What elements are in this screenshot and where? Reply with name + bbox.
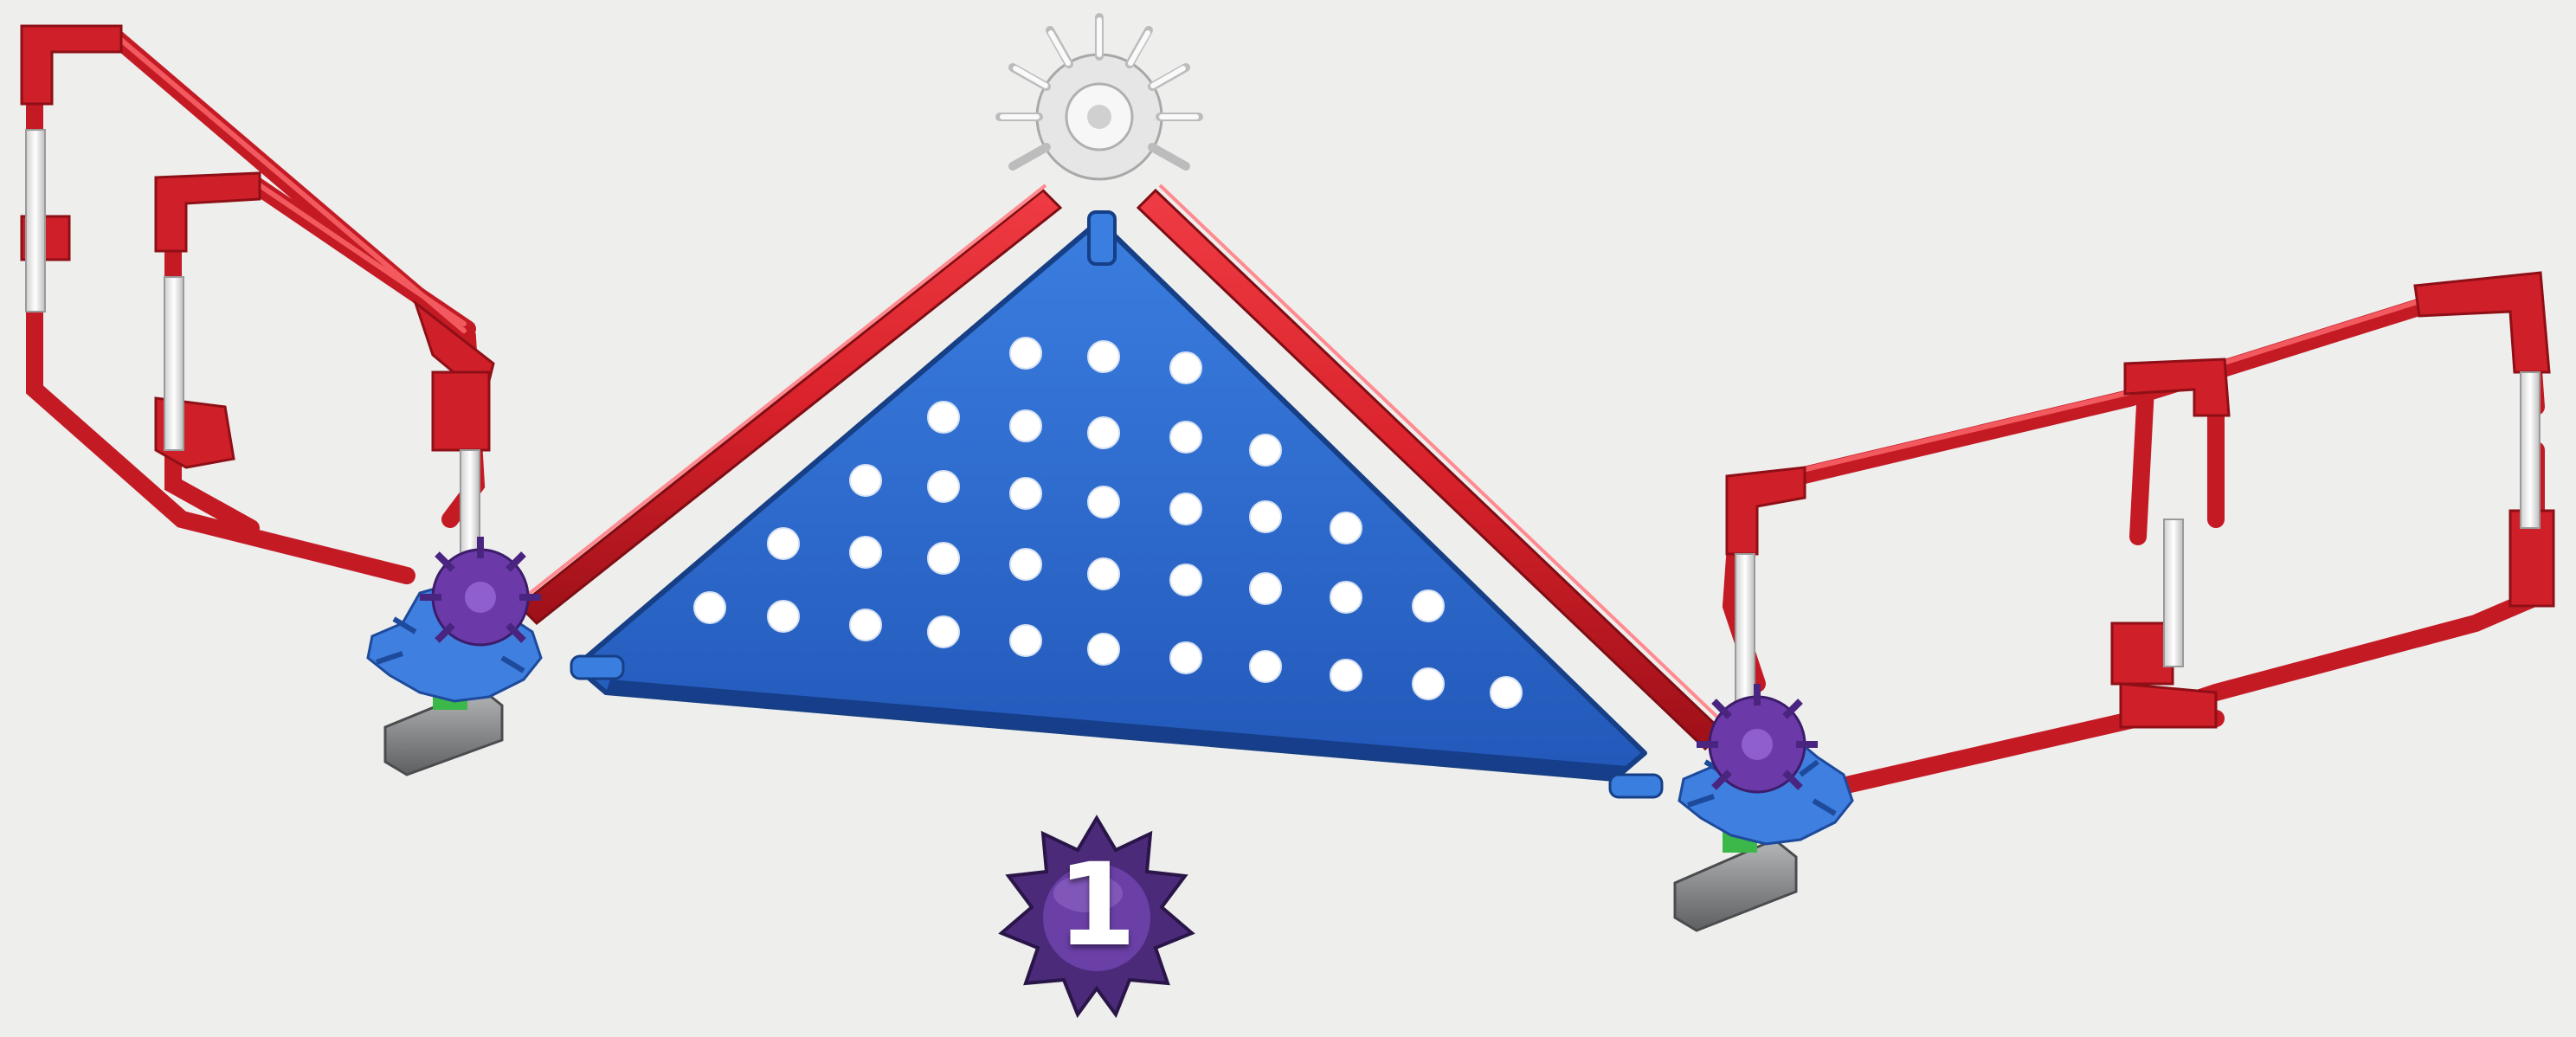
left-frame-corner-connectors: [22, 26, 493, 467]
right-hub-assembly: [1610, 684, 1852, 931]
left-red-frame: [35, 35, 476, 576]
white-spoked-connector-icon: [1000, 17, 1199, 179]
step-number: 1: [997, 848, 1196, 963]
